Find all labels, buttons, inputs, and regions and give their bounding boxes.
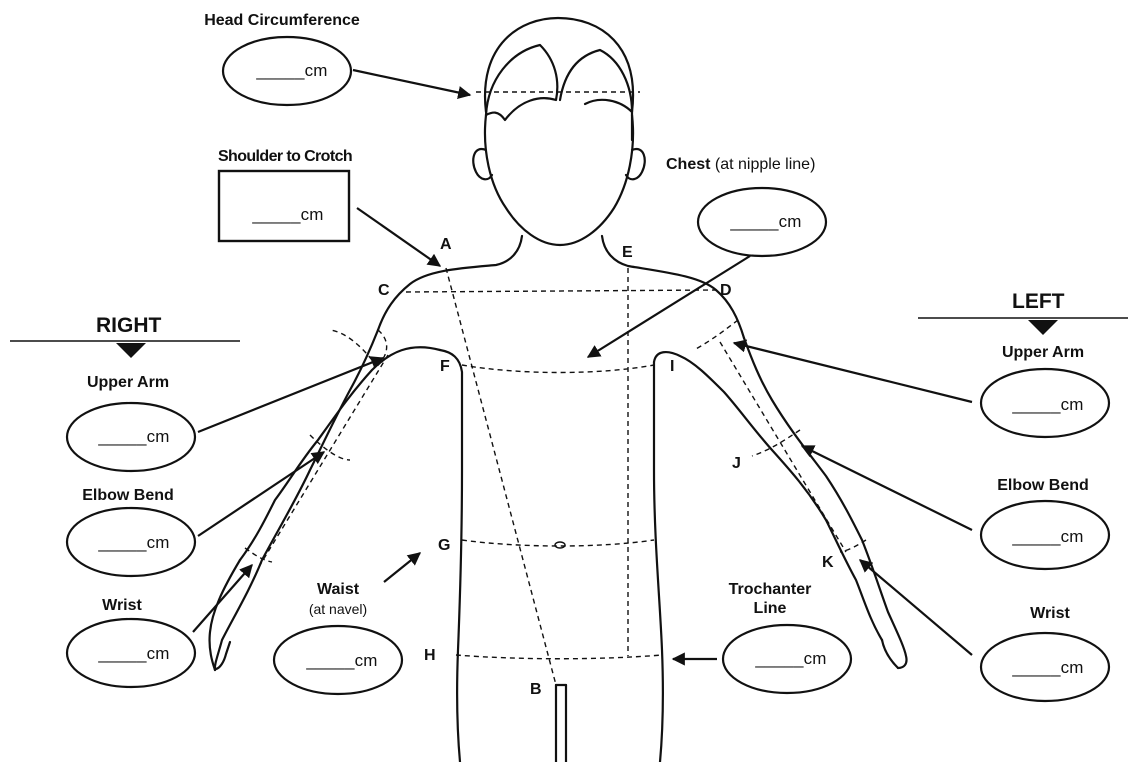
point-i: I (670, 358, 674, 376)
left-elbow-bend-label: Elbow Bend (997, 477, 1089, 495)
left-heading: LEFT (1012, 290, 1065, 314)
point-b: B (530, 681, 542, 699)
point-a: A (440, 236, 452, 254)
right-down-triangle (116, 343, 146, 358)
left-upper-arm-entry[interactable]: _____cm (1012, 395, 1083, 415)
point-d: D (720, 282, 732, 300)
waist-label: Waist (317, 581, 359, 599)
waist-note: (at navel) (309, 601, 367, 617)
trochanter-line-entry[interactable]: _____cm (755, 649, 826, 669)
chest-entry[interactable]: _____cm (730, 212, 801, 232)
point-f: F (440, 358, 450, 376)
right-elbow-bend-entry[interactable]: _____cm (98, 533, 169, 553)
right-wrist-label: Wrist (102, 597, 142, 615)
chest-label-text: Chest (666, 156, 710, 173)
shoulder-to-crotch-entry[interactable]: _____cm (252, 205, 323, 225)
left-upper-arm-label: Upper Arm (1002, 344, 1084, 362)
head-circumference-label: Head Circumference (204, 12, 360, 30)
left-wrist-label: Wrist (1030, 605, 1070, 623)
head-circumference-entry[interactable]: _____cm (256, 61, 327, 81)
right-elbow-bend-label: Elbow Bend (82, 487, 174, 505)
right-upper-arm-entry[interactable]: _____cm (98, 427, 169, 447)
right-upper-arm-label: Upper Arm (87, 374, 169, 392)
shoulder-to-crotch-label: Shoulder to Crotch (218, 148, 352, 166)
chest-label: Chest (at nipple line) (666, 156, 815, 174)
point-h: H (424, 647, 436, 665)
left-elbow-bend-entry[interactable]: _____cm (1012, 527, 1083, 547)
point-e: E (622, 244, 633, 262)
chest-note: (at nipple line) (715, 156, 816, 173)
measurement-lines (245, 268, 866, 685)
waist-entry[interactable]: _____cm (306, 651, 377, 671)
left-down-triangle (1028, 320, 1058, 335)
head-outline (473, 18, 645, 245)
point-j: J (732, 455, 741, 473)
trochanter-line-label-1: Trochanter (729, 581, 812, 599)
right-heading: RIGHT (96, 314, 161, 338)
point-k: K (822, 554, 834, 572)
trochanter-line-label-2: Line (754, 600, 787, 618)
left-wrist-entry[interactable]: _____cm (1012, 658, 1083, 678)
right-wrist-entry[interactable]: _____cm (98, 644, 169, 664)
point-c: C (378, 282, 390, 300)
point-g: G (438, 537, 450, 555)
